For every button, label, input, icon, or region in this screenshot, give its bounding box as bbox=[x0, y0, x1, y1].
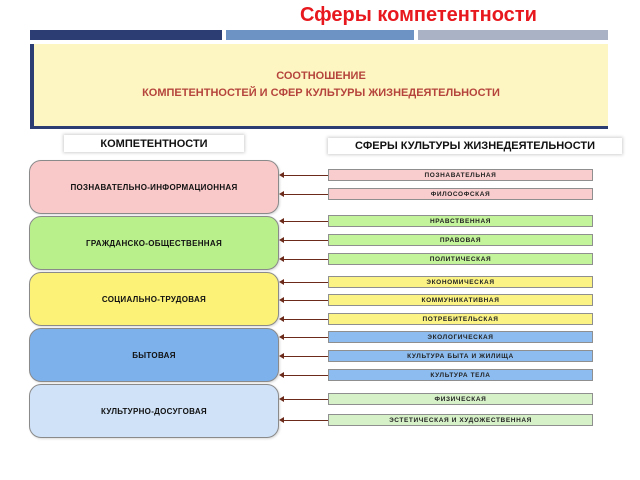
arrow-head-icon bbox=[279, 417, 284, 423]
arrow-head-icon bbox=[279, 353, 284, 359]
sphere-label: ПОЛИТИЧЕСКАЯ bbox=[429, 255, 492, 263]
connector-arrow bbox=[279, 417, 328, 423]
sphere-label: ЭКОНОМИЧЕСКАЯ bbox=[426, 278, 495, 286]
banner-line-2: КОМПЕТЕНТНОСТЕЙ И СФЕР КУЛЬТУРЫ ЖИЗНЕДЕЯ… bbox=[142, 87, 500, 99]
arrow-head-icon bbox=[279, 218, 284, 224]
arrow-head-icon bbox=[279, 316, 284, 322]
sphere-box: ПОТРЕБИТЕЛЬСКАЯ bbox=[328, 313, 593, 325]
sphere-box: ПОЛИТИЧЕСКАЯ bbox=[328, 253, 593, 265]
competency-label: КУЛЬТУРНО-ДОСУГОВАЯ bbox=[100, 406, 207, 416]
competency-box: БЫТОВАЯ bbox=[29, 328, 279, 382]
sphere-label: ПОТРЕБИТЕЛЬСКАЯ bbox=[422, 315, 499, 323]
connector-arrow bbox=[279, 172, 328, 178]
connector-arrow bbox=[279, 297, 328, 303]
connector-arrow bbox=[279, 218, 328, 224]
sphere-box: НРАВСТВЕННАЯ bbox=[328, 215, 593, 227]
sphere-box: ПОЗНАВАТЕЛЬНАЯ bbox=[328, 169, 593, 181]
sphere-box: ЭКОНОМИЧЕСКАЯ bbox=[328, 276, 593, 288]
sphere-label: НРАВСТВЕННАЯ bbox=[429, 217, 492, 225]
competency-label: СОЦИАЛЬНО-ТРУДОВАЯ bbox=[101, 294, 207, 304]
sphere-label: ФИЛОСОФСКАЯ bbox=[430, 190, 491, 198]
connector-arrow bbox=[279, 316, 328, 322]
sphere-box: ФИЗИЧЕСКАЯ bbox=[328, 393, 593, 405]
arrow-head-icon bbox=[279, 256, 284, 262]
sphere-box: ФИЛОСОФСКАЯ bbox=[328, 188, 593, 200]
connector-arrow bbox=[279, 353, 328, 359]
competency-label: ГРАЖДАНСКО-ОБЩЕСТВЕННАЯ bbox=[86, 238, 222, 248]
sphere-box: КУЛЬТУРА ТЕЛА bbox=[328, 369, 593, 381]
sphere-box: ЭСТЕТИЧЕСКАЯ И ХУДОЖЕСТВЕННАЯ bbox=[328, 414, 593, 426]
competency-box: ГРАЖДАНСКО-ОБЩЕСТВЕННАЯ bbox=[29, 216, 279, 270]
arrow-head-icon bbox=[279, 396, 284, 402]
connector-arrow bbox=[279, 237, 328, 243]
arrow-head-icon bbox=[279, 237, 284, 243]
arrow-head-icon bbox=[279, 372, 284, 378]
sphere-label: КУЛЬТУРА БЫТА И ЖИЛИЩА bbox=[407, 352, 514, 360]
connector-arrow bbox=[279, 396, 328, 402]
sphere-box: ПРАВОВАЯ bbox=[328, 234, 593, 246]
arrow-head-icon bbox=[279, 297, 284, 303]
sphere-label: ПОЗНАВАТЕЛЬНАЯ bbox=[424, 171, 497, 179]
arrow-head-icon bbox=[279, 191, 284, 197]
arrow-head-icon bbox=[279, 172, 284, 178]
sphere-label: КУЛЬТУРА ТЕЛА bbox=[430, 371, 491, 379]
stripe-light bbox=[418, 30, 608, 40]
stripe-mid bbox=[226, 30, 414, 40]
connector-arrow bbox=[279, 372, 328, 378]
arrow-head-icon bbox=[279, 279, 284, 285]
banner: СООТНОШЕНИЕ КОМПЕТЕНТНОСТЕЙ И СФЕР КУЛЬТ… bbox=[30, 44, 608, 129]
spheres-header: СФЕРЫ КУЛЬТУРЫ ЖИЗНЕДЕЯТЕЛЬНОСТИ bbox=[328, 138, 622, 154]
slide-title: Сферы компетентности bbox=[300, 4, 537, 26]
connector-arrow bbox=[279, 334, 328, 340]
connector-arrow bbox=[279, 256, 328, 262]
sphere-label: ФИЗИЧЕСКАЯ bbox=[434, 395, 487, 403]
stripe-dark bbox=[30, 30, 222, 40]
competency-box: ПОЗНАВАТЕЛЬНО-ИНФОРМАЦИОННАЯ bbox=[29, 160, 279, 214]
competency-label: ПОЗНАВАТЕЛЬНО-ИНФОРМАЦИОННАЯ bbox=[70, 182, 238, 192]
competency-label: БЫТОВАЯ bbox=[132, 350, 176, 360]
connector-arrow bbox=[279, 191, 328, 197]
competency-box: КУЛЬТУРНО-ДОСУГОВАЯ bbox=[29, 384, 279, 438]
sphere-label: ЭКОЛОГИЧЕСКАЯ bbox=[427, 333, 494, 341]
arrow-head-icon bbox=[279, 334, 284, 340]
sphere-box: КУЛЬТУРА БЫТА И ЖИЛИЩА bbox=[328, 350, 593, 362]
banner-line-1: СООТНОШЕНИЕ bbox=[276, 70, 366, 82]
competency-box: СОЦИАЛЬНО-ТРУДОВАЯ bbox=[29, 272, 279, 326]
sphere-label: КОММУНИКАТИВНАЯ bbox=[421, 296, 500, 304]
sphere-box: КОММУНИКАТИВНАЯ bbox=[328, 294, 593, 306]
sphere-label: ПРАВОВАЯ bbox=[439, 236, 482, 244]
competencies-header: КОМПЕТЕНТНОСТИ bbox=[64, 135, 244, 152]
sphere-box: ЭКОЛОГИЧЕСКАЯ bbox=[328, 331, 593, 343]
sphere-label: ЭСТЕТИЧЕСКАЯ И ХУДОЖЕСТВЕННАЯ bbox=[389, 416, 532, 424]
connector-arrow bbox=[279, 279, 328, 285]
